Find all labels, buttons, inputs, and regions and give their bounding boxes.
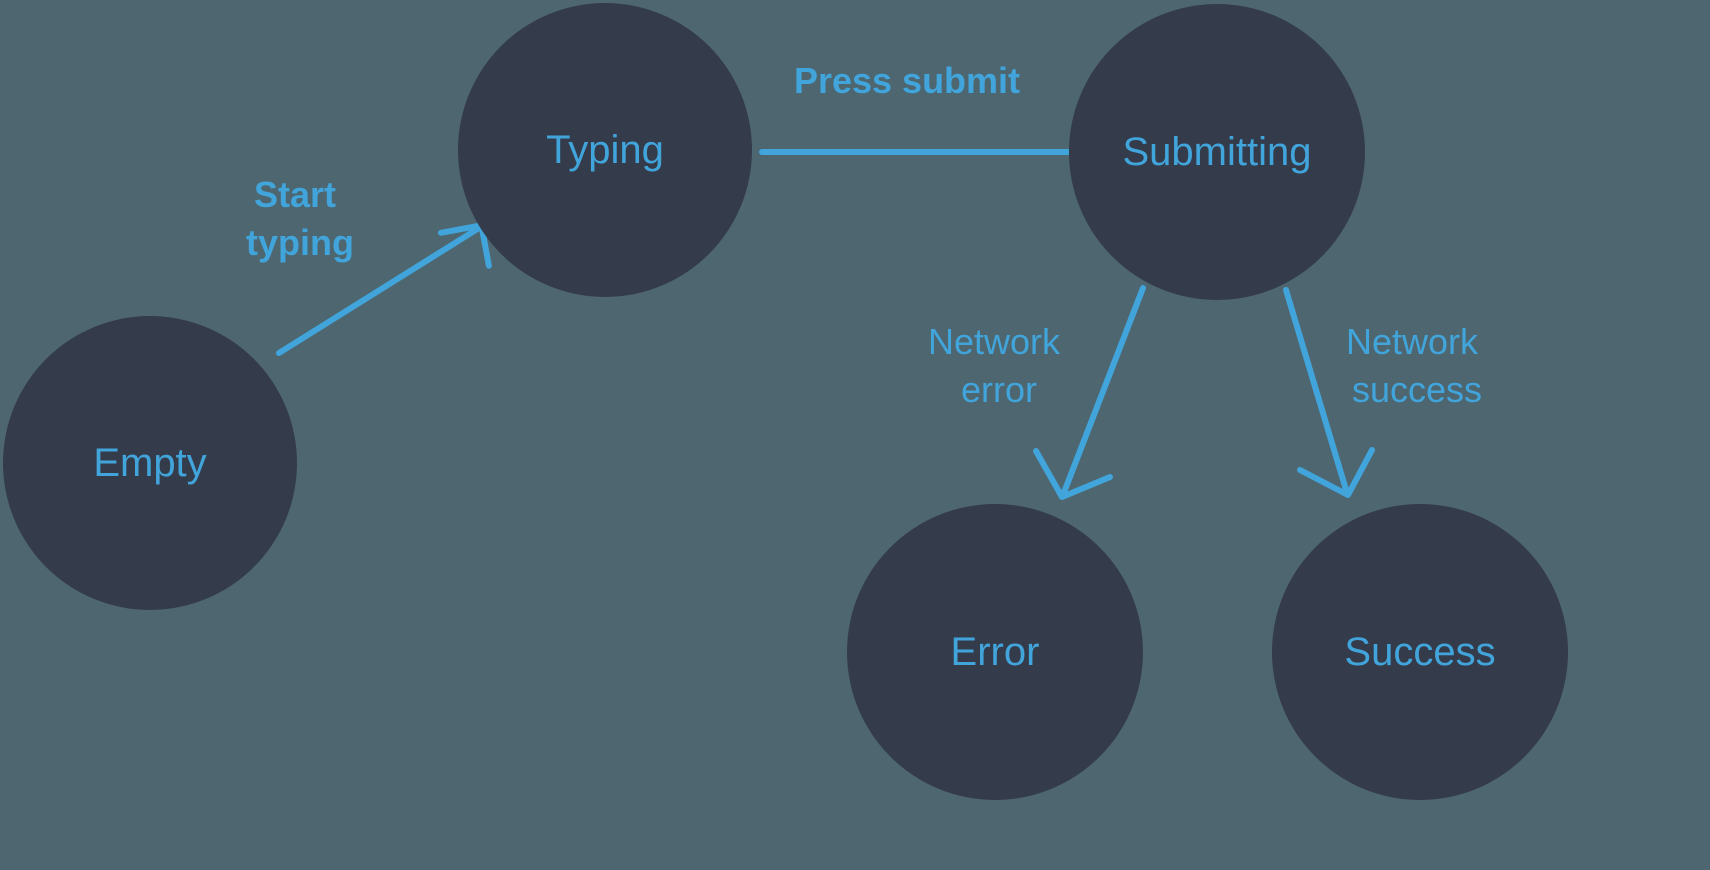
transition-network-error — [1033, 285, 1146, 500]
state-node-empty[interactable]: Empty — [3, 316, 297, 610]
network-error-label-line-1: Network — [928, 321, 1061, 362]
success-circle[interactable] — [1272, 504, 1568, 800]
network-success-arrow-line — [1283, 287, 1350, 496]
transition-label-network-success: Network success — [1346, 321, 1488, 410]
network-success-label-line-2: success — [1352, 369, 1482, 410]
transition-label-press-submit: Press submit — [794, 60, 1020, 101]
success-label: Success — [1344, 630, 1495, 674]
start-typing-label-line-2: typing — [246, 222, 354, 263]
start-typing-arrow-line — [276, 225, 482, 356]
typing-label: Typing — [546, 128, 664, 172]
network-error-label-line-2: error — [961, 369, 1037, 410]
typing-circle[interactable] — [458, 3, 752, 297]
error-circle[interactable] — [847, 504, 1143, 800]
transition-label-network-error: Network error — [928, 321, 1070, 410]
state-node-error[interactable]: Error — [847, 504, 1143, 800]
state-node-typing[interactable]: Typing — [458, 3, 752, 297]
empty-circle[interactable] — [3, 316, 297, 610]
network-error-arrowhead — [1033, 448, 1113, 500]
error-label: Error — [951, 630, 1040, 674]
start-typing-label-line-1: Start — [254, 174, 336, 215]
state-node-success[interactable]: Success — [1272, 504, 1568, 800]
empty-label: Empty — [93, 441, 206, 485]
state-node-submitting[interactable]: Submitting — [1069, 4, 1365, 300]
submitting-label: Submitting — [1123, 130, 1312, 174]
network-error-arrow-line — [1060, 285, 1146, 498]
network-success-arrowhead — [1297, 447, 1375, 498]
transition-label-start-typing: Start typing — [246, 174, 354, 263]
network-success-label-line-1: Network — [1346, 321, 1479, 362]
press-submit-label-line-1: Press submit — [794, 60, 1020, 101]
submitting-circle[interactable] — [1069, 4, 1365, 300]
transition-network-success — [1283, 287, 1375, 498]
